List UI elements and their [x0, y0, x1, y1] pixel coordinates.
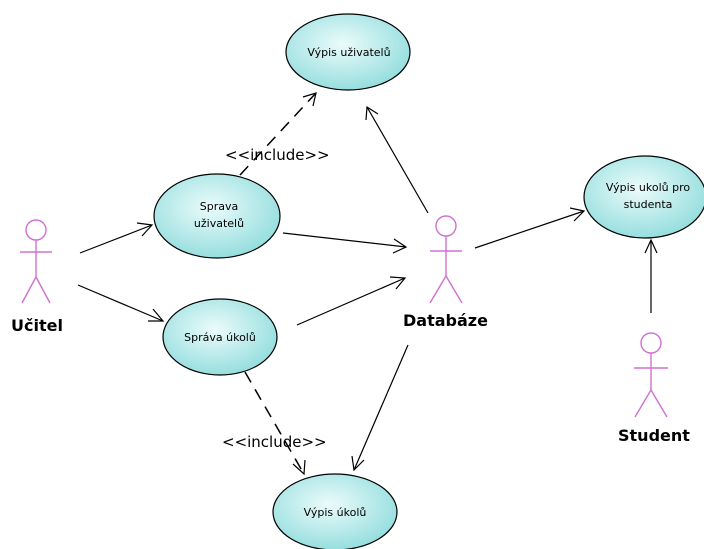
assoc-ucitel-sprava-ukolu	[77, 284, 165, 322]
include-dependency-top	[239, 92, 317, 176]
assoc-ucitel-sprava-uzivatelu	[79, 222, 154, 254]
include-dependency-bottom	[244, 371, 306, 476]
usecase-sprava-uzivatelu[interactable]	[153, 173, 281, 259]
usecase-sprava-ukolu[interactable]	[162, 298, 278, 376]
usecase-sprava-uzivatelu-label-line2: uživatelů	[194, 217, 244, 230]
include-label-bottom: <<include>>	[222, 433, 327, 451]
actor-databaze[interactable]: Databáze	[403, 215, 488, 330]
assoc-sprava-uzivatelu-databaze	[282, 232, 408, 254]
usecase-vypis-ukolu[interactable]	[272, 473, 398, 549]
actor-databaze-label: Databáze	[403, 311, 488, 330]
include-label-top: <<include>>	[225, 146, 330, 164]
actor-student[interactable]: Student	[618, 332, 690, 445]
stick-figure-icon	[634, 332, 668, 418]
assoc-databaze-vypis-uzivatelu	[365, 105, 429, 214]
usecase-vypis-ukolu-label: Výpis úkolů	[304, 506, 367, 519]
usecase-vypis-ukolu-pro-studenta-label-line1: Výpis ukolů pro	[606, 181, 690, 194]
usecase-vypis-uzivatelu[interactable]	[285, 13, 411, 91]
stick-figure-icon	[429, 215, 463, 304]
assoc-databaze-vypis-ukolu	[351, 344, 409, 472]
usecase-vypis-ukolu-pro-studenta[interactable]	[583, 155, 704, 239]
usecase-vypis-uzivatelu-label: Výpis uživatelů	[307, 46, 390, 59]
assoc-student-vypis-ukolu-pro-studenta	[644, 238, 658, 313]
stick-figure-icon	[20, 219, 52, 304]
actor-ucitel-label: Učitel	[11, 316, 63, 335]
actor-student-label: Student	[618, 426, 690, 445]
actor-ucitel[interactable]: Učitel	[11, 219, 63, 335]
usecase-vypis-ukolu-pro-studenta-label-line2: studenta	[624, 198, 673, 211]
assoc-databaze-vypis-ukolu-pro-studenta	[474, 207, 586, 249]
usecase-sprava-uzivatelu-label-line1: Sprava	[200, 200, 238, 213]
usecase-sprava-ukolu-label: Správa úkolů	[184, 331, 256, 344]
assoc-sprava-ukolu-databaze	[296, 276, 407, 326]
